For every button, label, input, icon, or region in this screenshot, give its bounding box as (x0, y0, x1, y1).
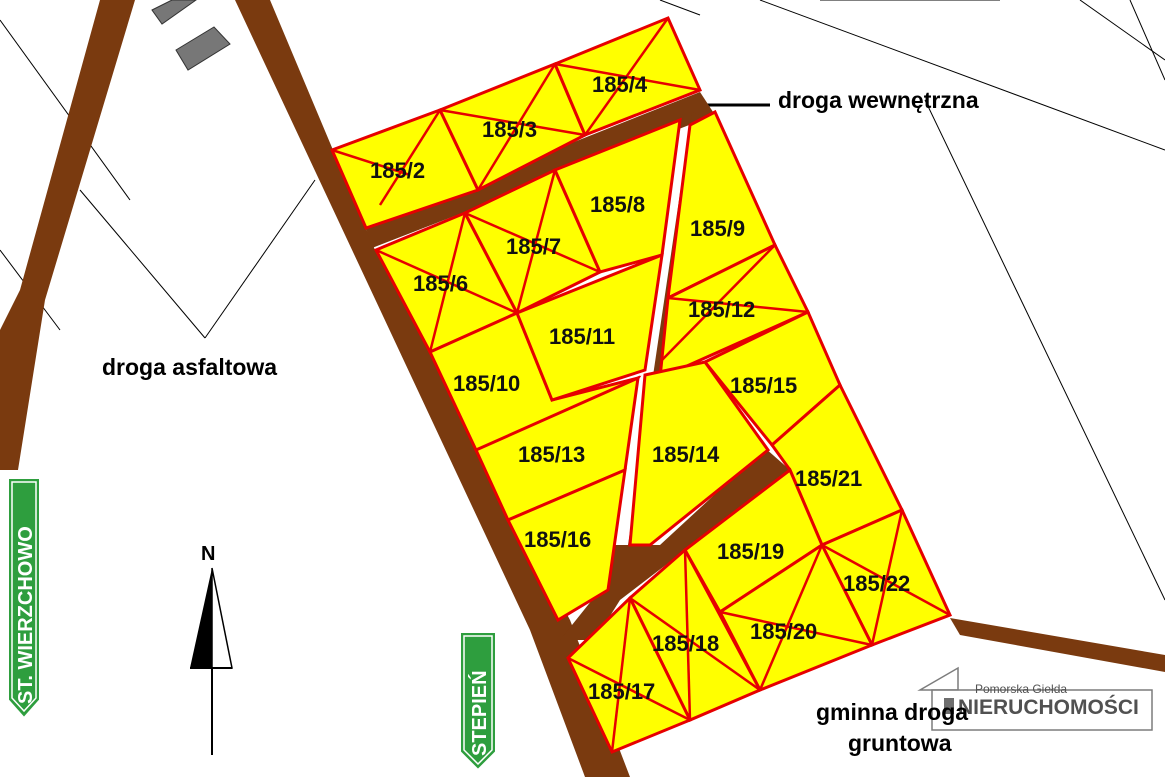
label-185-17: 185/17 (588, 679, 655, 704)
dirt-road (950, 618, 1165, 672)
label-185-4: 185/4 (592, 72, 648, 97)
label-185-20: 185/20 (750, 619, 817, 644)
label-185-9: 185/9 (690, 216, 745, 241)
cadastral-lines (0, 0, 1165, 601)
label-185-14: 185/14 (652, 442, 720, 467)
label-185-8: 185/8 (590, 192, 645, 217)
logo-watermark: Pomorska Giełda NIERUCHOMOŚCI (917, 666, 1153, 731)
sign-st-wierzchowo: ST. WIERZCHOWO (7, 477, 41, 720)
internal-road-label: droga wewnętrzna (778, 87, 979, 113)
left-road (0, 0, 135, 470)
north-arrow-icon (190, 568, 212, 668)
plot-subdivisions (331, 17, 951, 753)
sign-left-text: ST. WIERZCHOWO (15, 526, 37, 704)
label-185-10: 185/10 (453, 371, 520, 396)
label-185-11: 185/11 (549, 324, 615, 349)
internal-road-top (365, 92, 715, 248)
label-185-16: 185/16 (524, 527, 591, 552)
label-185-2: 185/2 (370, 158, 425, 183)
sign-stepien: STEPIEŃ (459, 631, 497, 772)
label-185-21: 185/21 (795, 466, 862, 491)
main-road (235, 0, 630, 777)
dirt-road-label-2: gruntowa (848, 730, 952, 756)
label-185-19: 185/19 (717, 539, 784, 564)
label-185-6: 185/6 (413, 271, 468, 296)
label-185-15: 185/15 (730, 373, 797, 398)
sign-right-text: STEPIEŃ (468, 670, 491, 756)
label-185-22: 185/22 (843, 571, 910, 596)
label-185-12: 185/12 (688, 297, 755, 322)
label-185-7: 185/7 (506, 234, 561, 259)
plot-labels: 185/2 185/3 185/4 185/6 185/7 185/8 185/… (370, 72, 910, 704)
plot-185-14 (628, 360, 771, 547)
logo-line2: NIERUCHOMOŚCI (958, 695, 1139, 719)
plot-185-16 (505, 467, 627, 623)
north-label: N (201, 543, 215, 565)
internal-road-branch (560, 448, 790, 640)
dirt-road-label-1: gminna droga (816, 699, 968, 725)
asphalt-road-label: droga asfaltowa (102, 354, 277, 380)
plot-185-11 (515, 252, 664, 402)
north-arrow: N (190, 543, 233, 755)
buildings (151, 0, 231, 71)
plots-layer (329, 16, 953, 754)
label-185-13: 185/13 (518, 442, 585, 467)
building-icon (944, 698, 954, 714)
logo-line1: Pomorska Giełda (975, 682, 1067, 696)
label-185-18: 185/18 (652, 631, 719, 656)
label-185-3: 185/3 (482, 117, 537, 142)
